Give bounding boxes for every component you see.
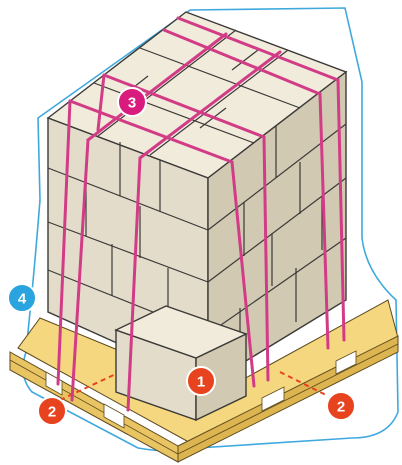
marker-2-right: 2 xyxy=(327,392,355,420)
marker-2-left: 2 xyxy=(38,397,66,425)
marker-3: 3 xyxy=(118,88,146,116)
marker-2-left-label: 2 xyxy=(48,404,56,421)
marker-2-right-label: 2 xyxy=(337,399,345,416)
marker-1: 1 xyxy=(187,367,215,395)
marker-3-label: 3 xyxy=(128,95,136,112)
marker-4-label: 4 xyxy=(18,291,27,308)
marker-4: 4 xyxy=(8,284,36,312)
marker-1-label: 1 xyxy=(197,374,205,391)
